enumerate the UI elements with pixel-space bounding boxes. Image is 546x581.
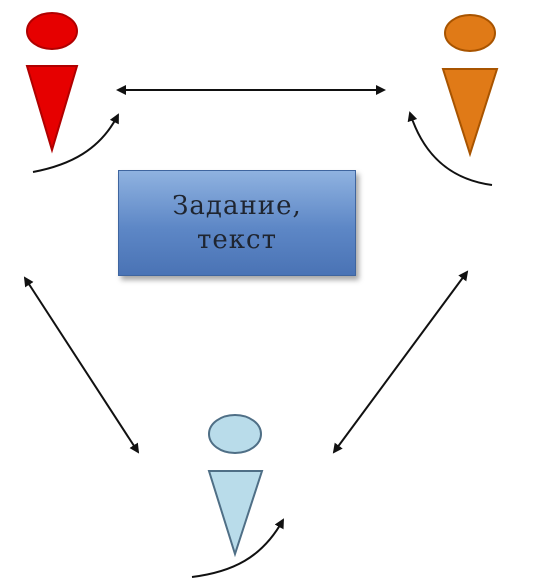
person-body (25, 65, 79, 154)
person-body (441, 68, 499, 158)
task-box-line1: Задание, (172, 191, 302, 221)
self-curved-arrow (191, 518, 284, 578)
self-curved-arrow (407, 111, 493, 186)
double-arrow-right (332, 270, 469, 454)
person-top-left (25, 12, 119, 173)
person-bottom (191, 414, 284, 578)
person-head (208, 414, 262, 454)
person-head (444, 14, 496, 52)
person-top-right (407, 14, 499, 186)
person-head (26, 12, 78, 50)
task-box-line2: текст (197, 225, 277, 255)
person-body (207, 470, 264, 558)
self-curved-arrow (32, 113, 119, 173)
task-text-box: Задание, текст (118, 170, 356, 276)
double-arrow-left (23, 276, 140, 454)
